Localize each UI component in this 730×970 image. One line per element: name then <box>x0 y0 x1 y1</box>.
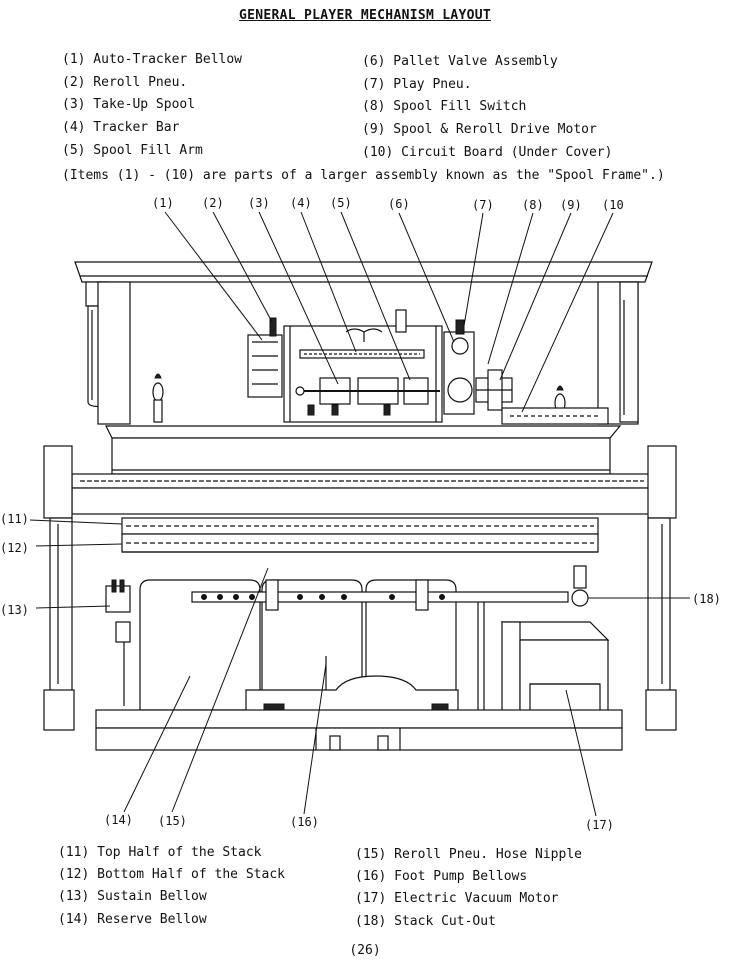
sustain-bellow <box>105 579 131 706</box>
callout-13: (13) <box>0 603 29 617</box>
callout-9: (9) <box>560 198 582 212</box>
callout-2: (2) <box>202 196 224 210</box>
stack-top-half <box>121 517 599 535</box>
legend-item-12: (12) Bottom Half of the Stack <box>58 867 285 882</box>
callout-12: (12) <box>0 541 29 555</box>
legend-item-9: (9) Spool & Reroll Drive Motor <box>362 122 597 137</box>
callout-8: (8) <box>522 198 544 212</box>
stack-cut-out <box>571 565 589 607</box>
electric-vacuum-motor <box>500 621 610 727</box>
reserve-bellow <box>139 579 261 711</box>
left-finial <box>152 373 164 423</box>
page-number: (26) <box>349 943 381 958</box>
callout-4: (4) <box>290 196 312 210</box>
right-upper-column <box>597 281 639 425</box>
legend-item-11: (11) Top Half of the Stack <box>58 845 262 860</box>
keyboard <box>71 473 651 515</box>
callout-14: (14) <box>104 813 133 827</box>
legend-item-17: (17) Electric Vacuum Motor <box>355 891 559 906</box>
piano-lid <box>74 261 653 283</box>
callout-5: (5) <box>330 196 352 210</box>
vacuum-hose <box>191 579 569 710</box>
left-key-cheek <box>43 445 75 731</box>
page-title: GENERAL PLAYER MECHANISM LAYOUT <box>239 8 491 23</box>
callout-16: (16) <box>290 815 319 829</box>
callout-11: (11) <box>0 512 29 526</box>
legend-item-5: (5) Spool Fill Arm <box>62 143 203 158</box>
callout-18: (18) <box>692 592 721 606</box>
callout-7: (7) <box>472 198 494 212</box>
legend-item-4: (4) Tracker Bar <box>62 120 180 135</box>
legend-item-6: (6) Pallet Valve Assembly <box>362 54 558 69</box>
legend-item-1: (1) Auto-Tracker Bellow <box>62 52 243 67</box>
spool-frame-note: (Items (1) - (10) are parts of a larger … <box>62 168 665 183</box>
stack-bottom-half <box>121 533 599 553</box>
callout-17: (17) <box>585 818 614 832</box>
circuit-board-cover <box>501 407 609 425</box>
legend-item-2: (2) Reroll Pneu. <box>62 75 188 90</box>
legend-item-18: (18) Stack Cut-Out <box>355 914 496 929</box>
fallboard <box>105 425 622 475</box>
legend-item-16: (16) Foot Pump Bellows <box>355 869 528 884</box>
legend-item-14: (14) Reserve Bellow <box>58 912 207 927</box>
legend-item-8: (8) Spool Fill Switch <box>362 99 527 114</box>
legend-item-7: (7) Play Pneu. <box>362 77 472 92</box>
leader-lines <box>29 211 690 817</box>
callout-15: (15) <box>158 814 187 828</box>
legend-item-15: (15) Reroll Pneu. Hose Nipple <box>355 847 582 862</box>
callout-6: (6) <box>388 197 410 211</box>
pedal-bracket <box>245 675 459 715</box>
legend-item-3: (3) Take-Up Spool <box>62 97 196 112</box>
callout-3: (3) <box>248 196 270 210</box>
piano-base <box>95 709 623 751</box>
spool-frame <box>247 309 513 423</box>
right-key-cheek <box>645 445 677 731</box>
left-upper-column <box>85 281 131 425</box>
legend-item-10: (10) Circuit Board (Under Cover) <box>362 145 613 160</box>
legend-item-13: (13) Sustain Bellow <box>58 889 207 904</box>
callout-10: (10 <box>602 198 624 212</box>
callout-1: (1) <box>152 196 174 210</box>
